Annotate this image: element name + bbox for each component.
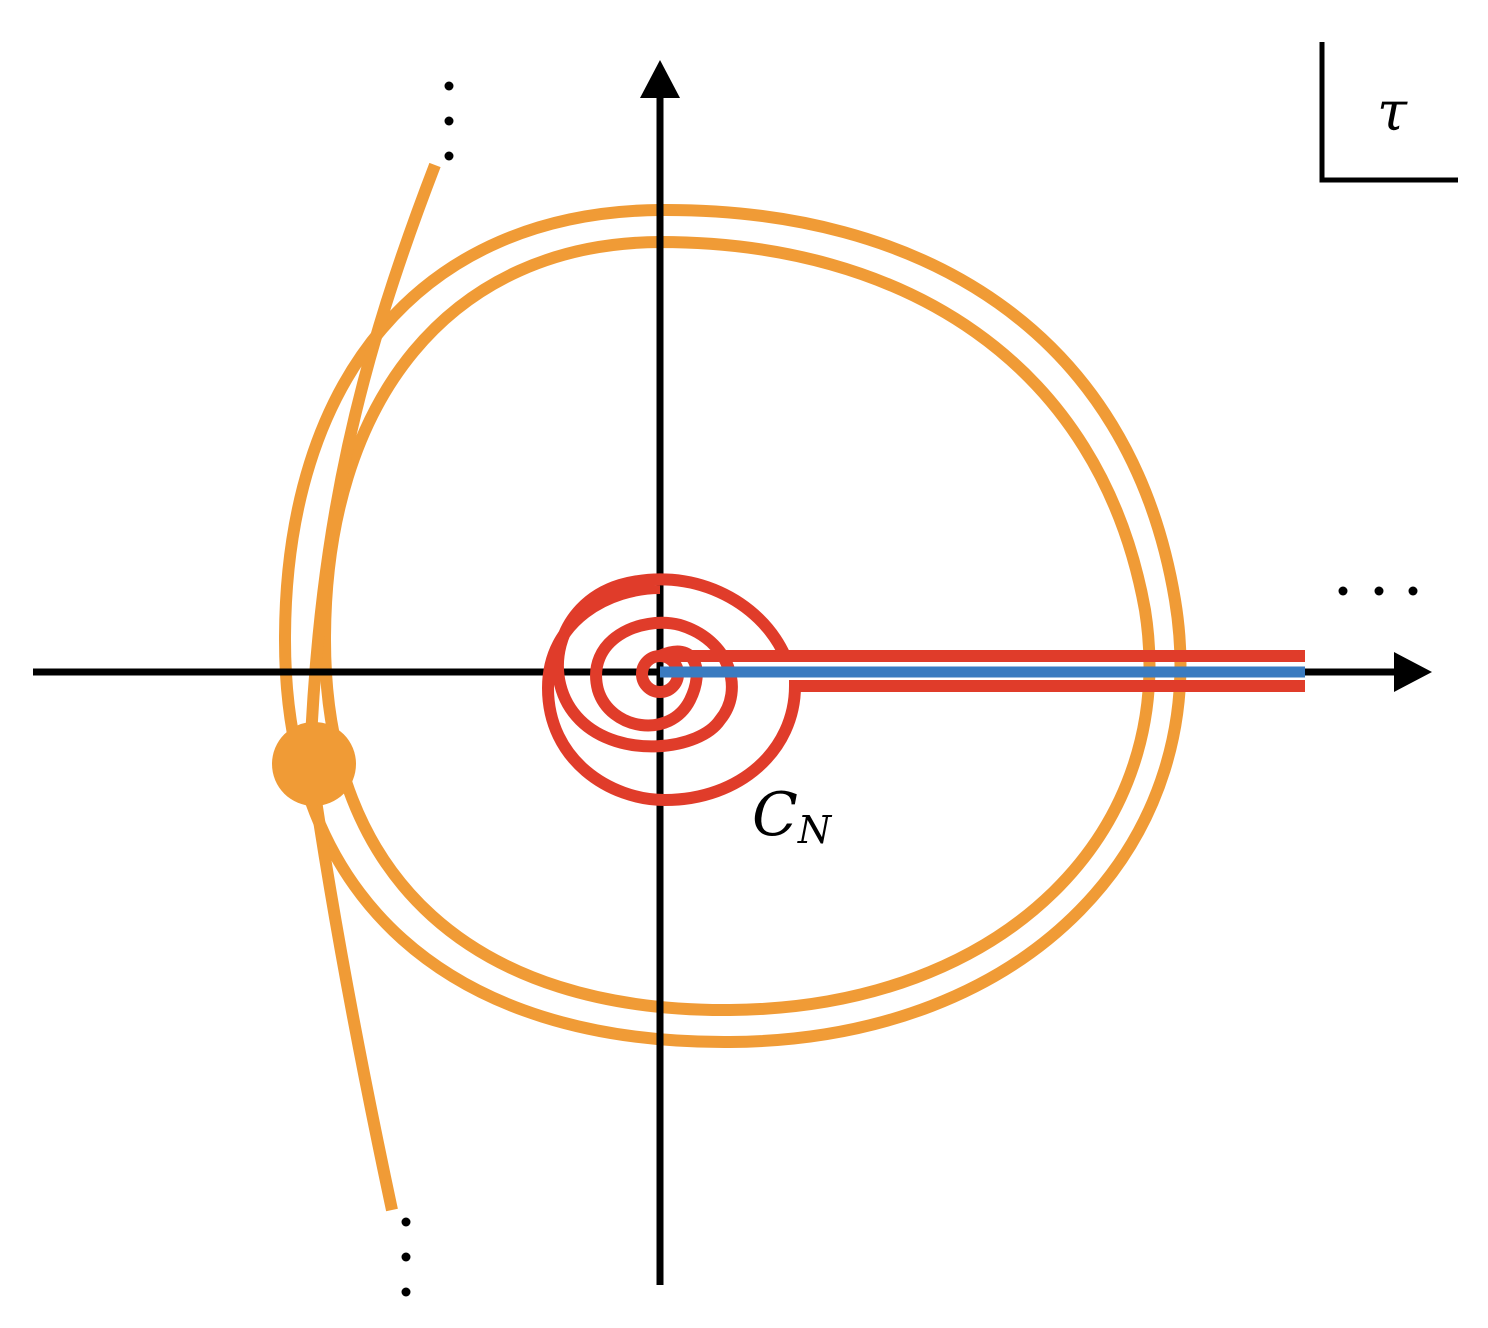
ellipsis-bottom-dot (401, 1287, 411, 1297)
ellipsis-horizontal-dot (1338, 586, 1348, 596)
imaginary-axis-arrowhead (640, 60, 680, 98)
real-axis-arrowhead (1394, 652, 1432, 692)
contour-label-main: C (752, 780, 798, 850)
orbit-inner-loop (318, 235, 1156, 1017)
ellipsis-bottom-dot (401, 1252, 411, 1262)
orbit-outer-loop (278, 203, 1187, 1049)
contour-label-subscript: N (797, 808, 833, 852)
ellipsis-dots (401, 81, 1418, 1297)
ellipsis-top (444, 81, 454, 161)
plane-variable-box: τ (1319, 42, 1458, 183)
contour-spiral (541, 573, 1305, 807)
ellipsis-top-dot (444, 81, 454, 91)
marked-point (272, 722, 356, 806)
plane-variable-label: τ (1377, 80, 1408, 143)
ellipsis-horizontal-dot (1374, 586, 1384, 596)
ellipsis-bottom-dot (401, 1217, 411, 1227)
contour-label: CN (752, 780, 833, 852)
ellipsis-top-dot (444, 151, 454, 161)
ellipsis-top-dot (444, 116, 454, 126)
plane-variable-corner (1319, 42, 1458, 183)
ellipsis-horizontal (1338, 586, 1418, 596)
ellipsis-horizontal-dot (1408, 586, 1418, 596)
contour-cn (541, 573, 1305, 807)
ellipsis-bottom (401, 1217, 411, 1297)
